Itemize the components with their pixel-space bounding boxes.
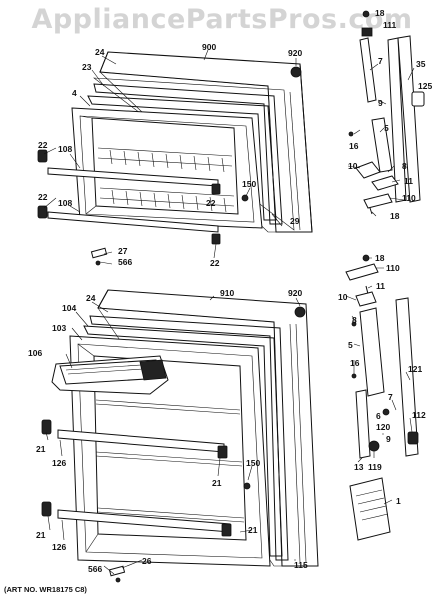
part-label: 910 [220, 288, 234, 298]
part-label: 22 [38, 192, 48, 202]
leader-lines [43, 49, 415, 575]
part-label: 108 [58, 144, 72, 154]
fresh-food-door-gasket [83, 289, 319, 567]
part-label: 21 [36, 444, 46, 454]
part-label: 126 [52, 458, 66, 468]
fresh-food-door-liner [69, 335, 271, 567]
part-label: 7 [388, 392, 393, 402]
part-label: 18 [375, 8, 385, 18]
part-label: 125 [418, 81, 432, 91]
part-label: 119 [368, 462, 382, 472]
freezer-door-liner [71, 107, 263, 229]
part-label: 13 [354, 462, 364, 472]
part-label: 21 [212, 478, 222, 488]
part-label: 5 [348, 340, 353, 350]
watermark-text: AppliancePartsPros.com [31, 4, 413, 35]
part-label: 10 [348, 161, 358, 171]
part-label: 112 [412, 410, 426, 420]
part-label: 26 [142, 556, 152, 566]
part-label: 8 [352, 315, 357, 325]
part-label: 8 [402, 161, 407, 171]
dairy-compartment [51, 355, 169, 395]
fresh-food-shelf-bars [57, 429, 231, 533]
part-label: 16 [349, 141, 359, 151]
part-label: 11 [376, 281, 385, 291]
part-label: 21 [248, 525, 258, 535]
part-label: 29 [290, 216, 300, 226]
part-label: 566 [88, 564, 102, 574]
part-label: 21 [36, 530, 46, 540]
part-label: 24 [86, 293, 96, 303]
art-number: (ART NO. WR18175 C8) [4, 585, 87, 594]
part-label: 9 [378, 98, 383, 108]
top-hinge-assembly [290, 10, 425, 215]
part-label: 18 [390, 211, 400, 221]
part-label: 27 [118, 246, 128, 256]
part-label: 35 [416, 59, 426, 69]
part-label: 103 [52, 323, 66, 333]
part-label: 110 [386, 263, 400, 273]
part-label: 121 [408, 364, 422, 374]
part-label: 900 [202, 42, 216, 52]
part-label: 10 [338, 292, 348, 302]
part-label: 120 [376, 422, 390, 432]
part-label: 1 [396, 496, 401, 506]
part-label: 23 [82, 62, 92, 72]
part-label: 150 [246, 458, 260, 468]
part-label: 11 [404, 176, 413, 186]
part-label: 4 [72, 88, 77, 98]
part-label: 22 [210, 258, 220, 268]
part-label: 9 [386, 434, 391, 444]
part-label: 22 [38, 140, 48, 150]
part-label: 7 [378, 56, 383, 66]
part-label: 150 [242, 179, 256, 189]
part-labels: 18 111 900 920 24 23 4 7 35 125 9 16 5 2… [28, 8, 432, 574]
part-label: 111 [383, 20, 397, 30]
part-label: 110 [402, 193, 416, 203]
freezer-shelf-brackets [37, 149, 249, 266]
part-label: 920 [288, 48, 302, 58]
part-label: 106 [28, 348, 42, 358]
part-label: 126 [52, 542, 66, 552]
part-label: 16 [350, 358, 360, 368]
part-label: 104 [62, 303, 76, 313]
part-label: 566 [118, 257, 132, 267]
part-label: 115 [294, 560, 308, 570]
bottom-hinge-assembly [294, 254, 419, 541]
part-label: 22 [206, 198, 216, 208]
part-label: 6 [376, 411, 381, 421]
part-label: 24 [95, 47, 105, 57]
part-label: 920 [288, 288, 302, 298]
part-label: 5 [384, 123, 389, 133]
part-label: 108 [58, 198, 72, 208]
freezer-door-gasket [87, 51, 313, 233]
part-label: 18 [375, 253, 385, 263]
fresh-food-shelf-brackets [41, 419, 251, 583]
